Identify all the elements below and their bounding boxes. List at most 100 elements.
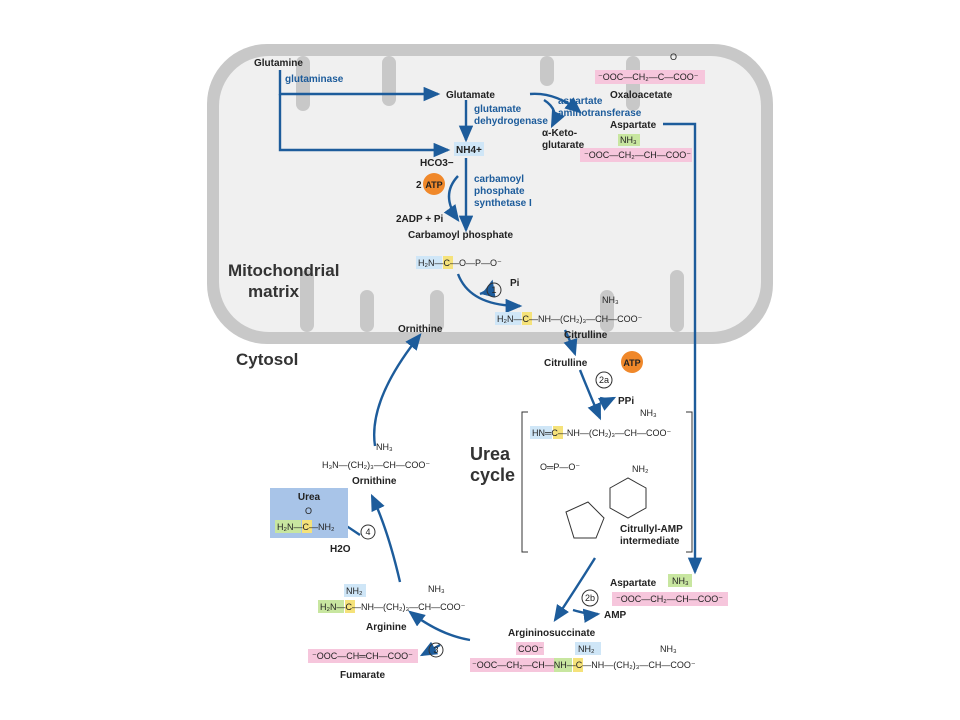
alpha-ketoglutarate-label: α-Keto- <box>542 128 577 139</box>
urea-o: O <box>305 506 312 516</box>
step2b-marker <box>581 589 599 607</box>
aspartate-cyto-highlight <box>612 592 728 606</box>
cps-label-2: phosphate <box>474 186 525 197</box>
step2b-label: 2b <box>585 593 595 603</box>
ornithine-structure: H₃N—(CH₂)₃—CH—COO⁻ <box>322 460 430 470</box>
urea-c-highlight <box>302 520 312 533</box>
cytosol-label: Cytosol <box>236 350 298 369</box>
alpha-ketoglutarate-label-2: glutarate <box>542 140 585 151</box>
aspartate-cyto-structure: ⁻OOC—CH₂—CH—COO⁻ <box>616 594 723 604</box>
ppi-label: PPi <box>618 396 634 407</box>
atp-cyto-icon <box>621 351 643 373</box>
carbamoyl-nh2-highlight <box>416 256 442 269</box>
arginine-nh2-top: NH₂ <box>346 586 363 596</box>
aspartate-cyto-nh3: NH₃ <box>672 576 689 586</box>
oxaloacetate-arrow <box>529 92 582 114</box>
step2a-arrow <box>578 369 602 421</box>
argininosuccinate-nh3: NH₃ <box>660 644 677 654</box>
ppi-release-arrow <box>597 396 617 411</box>
water-label: H2O <box>330 544 351 555</box>
nh4-highlight <box>454 142 484 156</box>
argininosuccinate-nh-highlight <box>554 658 572 672</box>
urea-box-title: Urea <box>298 492 321 503</box>
glutamate-dh-label: glutamate <box>474 104 522 115</box>
glutaminase-label: glutaminase <box>285 74 344 85</box>
citrulline-transport-arrow <box>563 329 578 357</box>
step1-label: 1 <box>491 285 496 295</box>
argininosuccinate-pink-highlight <box>470 658 554 672</box>
step3-marker <box>428 642 444 658</box>
arginine-label: Arginine <box>366 622 407 633</box>
urea-nh2-highlight <box>275 520 301 533</box>
amp-label: AMP <box>604 610 627 621</box>
nh4-label: NH4+ <box>456 145 482 156</box>
argininosuccinate-c-highlight <box>573 658 583 672</box>
carbamoyl-structure: H₂N—C—O—P—O⁻ <box>418 258 502 268</box>
aspartate-at-label-2: aminotransferase <box>558 108 642 119</box>
arginine-c-highlight <box>345 600 355 613</box>
atp-mito-text: ATP <box>425 180 442 190</box>
oxaloacetate-structure: ⁻OOC—CH₂—C—COO⁻ <box>598 72 699 82</box>
urea-cycle-label: Urea <box>470 444 511 464</box>
glutamate-dh-label-2: dehydrogenase <box>474 116 548 127</box>
fumarate-structure: ⁻OOC—CH═CH—COO⁻ <box>312 651 413 661</box>
arginine-nh2-highlight <box>318 600 344 613</box>
fumarate-label: Fumarate <box>340 670 385 681</box>
amp-release-arrow <box>572 608 601 623</box>
citrullyl-amp-nh3: NH₃ <box>640 408 657 418</box>
step4-arrow <box>370 493 402 583</box>
citrulline-nh3: NH₃ <box>602 295 619 305</box>
urea-structure: H₂N—C—NH₂ <box>277 522 335 532</box>
step4-marker <box>360 524 376 540</box>
oxaloacetate-label: Oxaloacetate <box>610 90 673 101</box>
ornithine-left-label: Ornithine <box>352 476 397 487</box>
aspartate-mito-structure: ⁻OOC—CH₂—CH—COO⁻ <box>584 150 691 160</box>
arginine-nh3: NH₃ <box>428 584 445 594</box>
ornithine-return-arrow <box>373 333 422 447</box>
aspartate-mito-nh3: NH₃ <box>620 135 637 145</box>
atp-consumption-arrow <box>443 175 460 222</box>
argininosuccinate-structure: ⁻OOC—CH₂—CH—NH—C—NH—(CH₂)₃—CH—COO⁻ <box>472 660 696 670</box>
argininosuccinate-nh2-highlight <box>575 642 601 655</box>
citrulline-top-label: Citrulline <box>564 330 608 341</box>
ornithine-nh3: NH₃ <box>376 442 393 452</box>
step2a-label: 2a <box>599 375 609 385</box>
atp-count-label: 2 <box>416 180 422 191</box>
argininosuccinate-coo-highlight <box>516 642 544 655</box>
argininosuccinate-coo: COO⁻ <box>518 644 544 654</box>
glutamine-nh4-arrow <box>278 94 451 158</box>
citrullyl-amp-phosphate: O═P—O⁻ <box>540 462 580 472</box>
aminotransferase-arrow <box>543 98 565 129</box>
citrullyl-amp-intermediate: HN═C—NH—(CH₂)₃—CH—COO⁻ NH₃ O═P—O⁻ NH₂ Ci… <box>521 408 693 553</box>
step2b-arrow <box>553 557 597 622</box>
carbamoyl-c-highlight <box>443 256 453 269</box>
argininosuccinate-label: Argininosuccinate <box>508 628 596 639</box>
fumarate-release-arrow <box>419 641 441 657</box>
aspartate-mito-nh3-highlight <box>618 134 640 146</box>
oxaloacetate-highlight <box>595 70 705 84</box>
atp-cyto-text: ATP <box>623 358 640 368</box>
cristae <box>296 56 684 332</box>
argininosuccinate-nh2: NH₂ <box>578 644 595 654</box>
adp-label: 2ADP + Pi <box>396 214 444 225</box>
glutamate-label: Glutamate <box>446 90 495 101</box>
arginine-structure: H₂N—C—NH—(CH₂)₃—CH—COO⁻ <box>320 602 466 612</box>
aspartate-at-label: aspartate <box>558 96 603 107</box>
aspartate-cyto-label: Aspartate <box>610 578 657 589</box>
step1-marker <box>486 282 502 298</box>
arginine-nh2-top-highlight <box>344 584 366 597</box>
pathway-arrows <box>278 70 703 657</box>
ornithine-top-label: Ornithine <box>398 324 443 335</box>
adenine-nh2: NH₂ <box>632 464 649 474</box>
citrulline-structure: H₂N—C—NH—(CH₂)₃—CH—COO⁻ <box>497 314 643 324</box>
citrulline-c-highlight <box>522 312 532 325</box>
urea-cycle-label-2: cycle <box>470 465 515 485</box>
aspartate-mito-highlight <box>580 148 692 162</box>
pi-label: Pi <box>510 278 520 289</box>
mitochondrion <box>207 44 773 344</box>
cps-label-3: synthetase I <box>474 198 532 209</box>
oxaloacetate-o: O <box>670 52 677 62</box>
matrix-label: Mitochondrial <box>228 261 339 280</box>
cps-label: carbamoyl <box>474 174 524 185</box>
